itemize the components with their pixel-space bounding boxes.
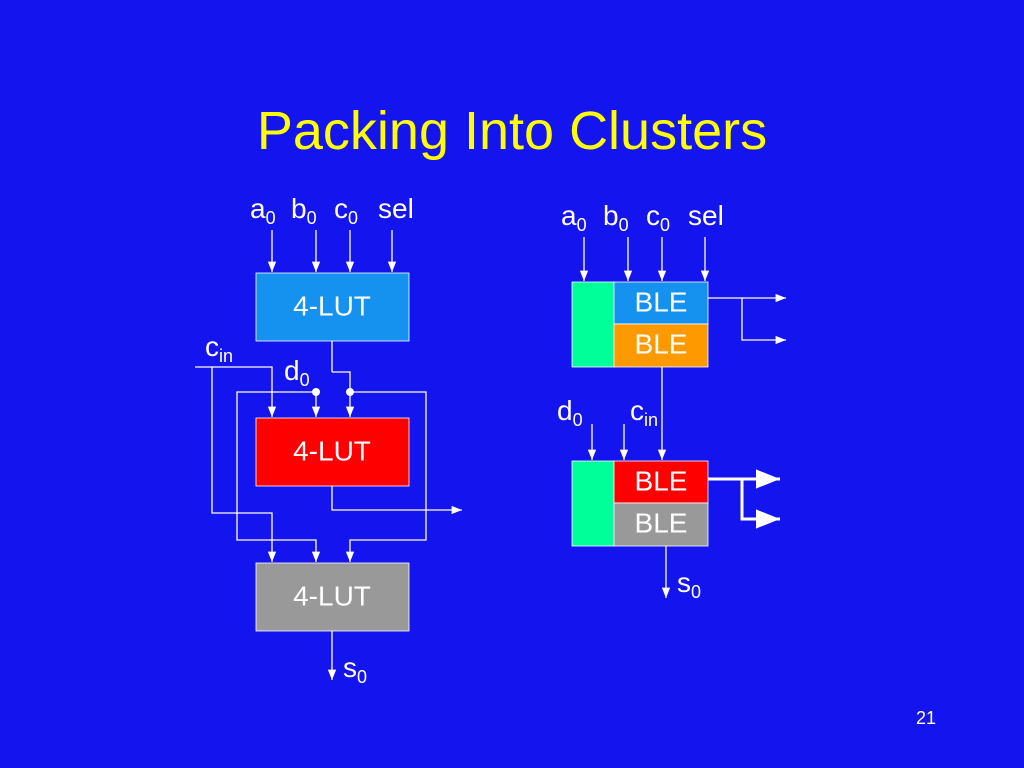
right-input-b0: b0 <box>603 200 629 235</box>
right-cluster1-ble-bottom <box>613 323 709 368</box>
left-output-s0: s0 <box>343 652 367 687</box>
left-input-a0: a0 <box>250 193 276 228</box>
left-input-c0: c0 <box>334 193 358 228</box>
left-wire-top-to-middle <box>332 371 355 417</box>
left-cin-label: cin <box>205 331 233 366</box>
page-number: 21 <box>915 708 936 728</box>
right-diagram: a0 b0 c0 sel BLE BLE d0 cin <box>557 200 786 602</box>
left-lut-middle <box>255 417 410 487</box>
right-cluster2-out-2 <box>740 479 780 529</box>
left-wire-d0-bottom <box>236 391 321 562</box>
left-junction-d0 <box>312 388 320 396</box>
left-d0-label: d0 <box>284 355 310 390</box>
left-wire-middle-out <box>331 486 462 515</box>
left-wire-cin-bottom <box>195 366 277 562</box>
left-wire-top-to-bottom <box>345 391 427 562</box>
right-input-sel: sel <box>688 200 724 231</box>
left-input-sel: sel <box>378 193 414 224</box>
right-cluster1-ble-top-label: BLE <box>635 286 688 317</box>
right-cluster1-out-2 <box>741 298 786 345</box>
left-lut-top-label: 4-LUT <box>293 290 371 321</box>
left-input-b0: b0 <box>291 193 317 228</box>
left-lut-bottom-label: 4-LUT <box>293 580 371 611</box>
slide-title: Packing Into Clusters <box>256 101 768 161</box>
right-cluster2-ble-bottom <box>613 502 709 547</box>
left-junction-top <box>346 388 354 396</box>
right-cluster1-ble-bottom-label: BLE <box>635 328 688 359</box>
right-input-c0: c0 <box>646 200 670 235</box>
right-output-s0: s0 <box>677 567 701 602</box>
right-cluster1-interconnect <box>571 281 615 368</box>
right-cluster2-ble-top-label: BLE <box>635 465 688 496</box>
left-diagram: a0 b0 c0 sel 4-LUT cin d0 <box>195 193 462 687</box>
right-cluster1-ble-top <box>613 281 709 325</box>
left-wire-cin-middle <box>212 366 277 417</box>
right-d0-label: d0 <box>557 395 583 430</box>
right-cin-label: cin <box>630 395 658 430</box>
left-lut-middle-label: 4-LUT <box>293 435 371 466</box>
right-cluster2-interconnect <box>571 460 615 547</box>
right-input-a0: a0 <box>561 200 587 235</box>
right-cluster2-ble-top <box>613 460 709 504</box>
left-lut-bottom <box>255 562 410 632</box>
right-cluster2-ble-bottom-label: BLE <box>635 507 688 538</box>
